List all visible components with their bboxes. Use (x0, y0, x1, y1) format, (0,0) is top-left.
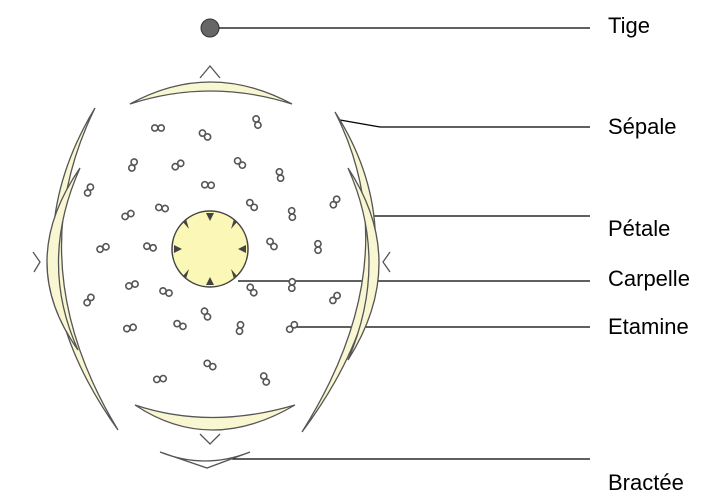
stamen (171, 159, 185, 171)
stamen (155, 204, 168, 212)
stamen (266, 237, 279, 251)
sepal-top-tip (200, 66, 220, 78)
sepale-leader-line-a (340, 120, 380, 127)
stamen (252, 115, 261, 129)
stamen (123, 324, 137, 333)
stamen (173, 320, 187, 331)
stamen (83, 293, 95, 307)
stamen (236, 321, 244, 334)
stamen (329, 291, 342, 305)
stamen (245, 198, 258, 211)
stamen (246, 283, 258, 297)
stamen (128, 158, 138, 172)
sepal-top (130, 82, 292, 104)
stamen (201, 181, 214, 188)
stamen (125, 280, 139, 290)
label-carpelle: Carpelle (608, 268, 690, 290)
label-etamine: Etamine (608, 316, 689, 338)
sepal-right (302, 112, 375, 432)
stamen (152, 125, 165, 131)
stamen (198, 129, 212, 142)
stamen (315, 241, 321, 254)
stamen (83, 183, 94, 197)
stamen (329, 195, 341, 209)
stamen (153, 375, 166, 383)
stamen (288, 278, 295, 291)
label-bractee: Bractée (608, 472, 684, 494)
stamen (285, 320, 298, 333)
stamen (121, 209, 135, 220)
label-petale: Pétale (608, 218, 670, 240)
bract (160, 452, 250, 468)
stamen (288, 207, 295, 220)
stamen (233, 156, 247, 169)
stamen (203, 359, 217, 371)
stamen (143, 242, 157, 251)
sepal-bottom-tip (200, 434, 220, 444)
petal-left (47, 168, 80, 350)
stamen (276, 168, 284, 182)
stamen (260, 372, 271, 386)
label-tige: Tige (608, 15, 650, 37)
sepal-bottom (135, 405, 295, 430)
label-sepale: Sépale (608, 116, 677, 138)
stem-circle (201, 19, 219, 37)
sepal-left (53, 108, 118, 430)
petal-right-tip (383, 252, 390, 272)
stamen (200, 307, 211, 321)
stamen (96, 243, 110, 253)
stamen (159, 287, 173, 297)
petal-left-tip (33, 252, 40, 272)
